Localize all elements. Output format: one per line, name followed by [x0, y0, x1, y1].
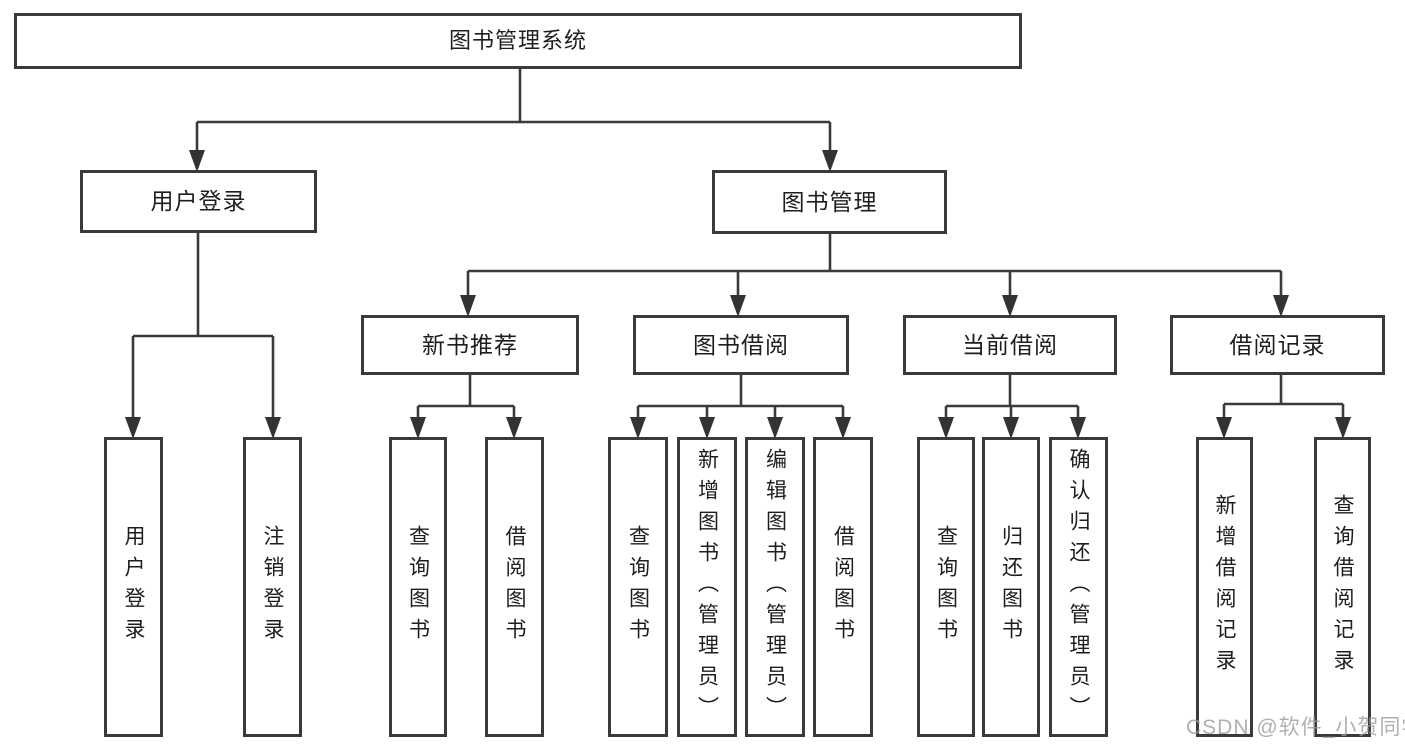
node-label: 注销登录	[261, 525, 284, 649]
node-label: 借阅图书	[831, 525, 855, 649]
node-label: 新书推荐	[422, 331, 518, 358]
node-logout: 注销登录	[243, 437, 302, 737]
node-label: 查询图书	[934, 525, 958, 649]
node-br-add-record: 新增借阅记录	[1196, 437, 1253, 737]
node-nbr-borrow-books: 借阅图书	[485, 437, 544, 737]
node-bb-add-books-admin: 新增图书（管理员）	[677, 437, 737, 737]
node-label: 用户登录	[122, 525, 145, 649]
node-label: 图书管理系统	[448, 28, 587, 53]
node-label: 查询图书	[406, 525, 430, 649]
node-cb-query-books: 查询图书	[917, 437, 975, 737]
node-label: 查询借阅记录	[1331, 494, 1354, 680]
node-borrow-records: 借阅记录	[1170, 315, 1385, 375]
node-nbr-query-books: 查询图书	[389, 437, 447, 737]
node-label: 借阅图书	[503, 525, 526, 649]
node-bb-query-books: 查询图书	[608, 437, 668, 737]
node-new-book-recommend: 新书推荐	[361, 315, 579, 375]
node-label: 新增借阅记录	[1213, 494, 1236, 680]
node-cb-confirm-return-admin: 确认归还（管理员）	[1049, 437, 1108, 737]
node-label: 用户登录	[150, 188, 247, 214]
node-current-borrowing: 当前借阅	[903, 315, 1117, 375]
node-label: 借阅记录	[1229, 331, 1326, 358]
node-bb-edit-books-admin: 编辑图书（管理员）	[745, 437, 805, 737]
node-br-query-record: 查询借阅记录	[1314, 437, 1371, 737]
node-login: 用户登录	[104, 437, 163, 737]
node-label: 当前借阅	[962, 331, 1058, 358]
node-book-borrowing: 图书借阅	[633, 315, 849, 375]
node-user-login: 用户登录	[80, 170, 317, 233]
node-label: 图书管理	[781, 188, 878, 215]
node-bb-borrow-books: 借阅图书	[813, 437, 873, 737]
node-label: 归还图书	[999, 525, 1023, 649]
node-cb-return-books: 归还图书	[982, 437, 1040, 737]
node-label: 查询图书	[626, 525, 650, 649]
node-label: 图书借阅	[693, 331, 789, 358]
node-label: 编辑图书（管理员）	[763, 447, 787, 727]
node-label: 确认归还（管理员）	[1067, 447, 1090, 727]
csdn-watermark: CSDN @软件_小贺同学	[1186, 716, 1405, 739]
node-label: 新增图书（管理员）	[695, 447, 719, 727]
node-root: 图书管理系统	[14, 13, 1022, 69]
node-book-management: 图书管理	[712, 170, 947, 234]
